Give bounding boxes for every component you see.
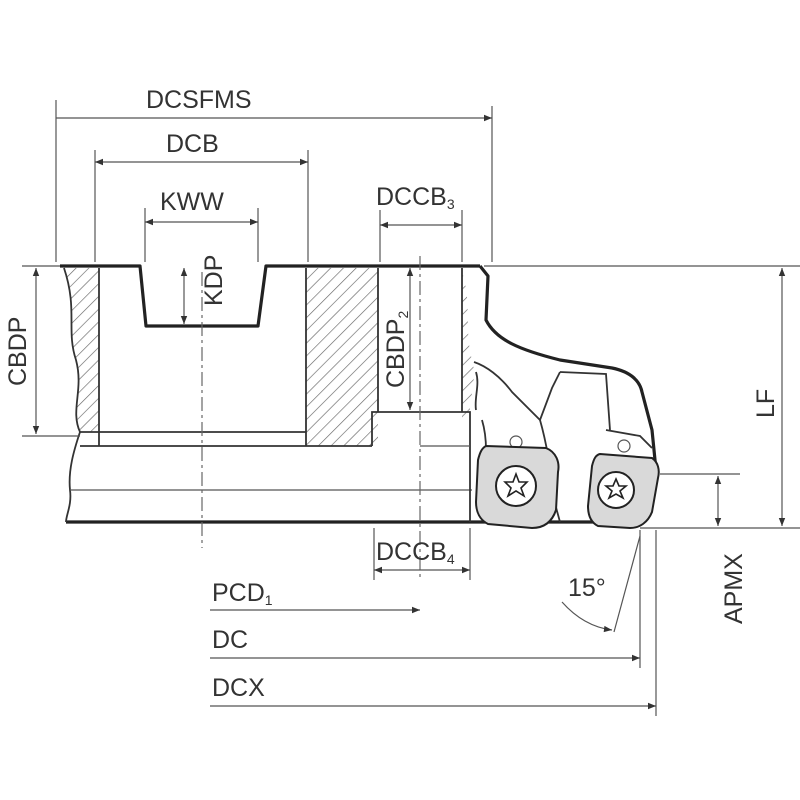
label-dcx: DCX bbox=[212, 674, 265, 702]
insert-right bbox=[586, 452, 660, 530]
label-dcsfms: DCSFMS bbox=[146, 86, 252, 114]
label-lf: LF bbox=[752, 389, 780, 418]
insert-left bbox=[474, 444, 560, 530]
dimension-labels: DCSFMS DCB KWW KDP CBDP DCCB3 CBDP2 DCCB… bbox=[4, 86, 780, 702]
centerlines bbox=[201, 256, 421, 580]
label-dccb4: DCCB4 bbox=[376, 538, 455, 567]
label-pcd1: PCD1 bbox=[212, 579, 273, 608]
cutter-body bbox=[60, 264, 480, 524]
label-kww: KWW bbox=[160, 188, 224, 216]
label-dcb: DCB bbox=[166, 130, 219, 158]
label-cbdp: CBDP bbox=[4, 317, 32, 386]
label-dccb3: DCCB3 bbox=[376, 183, 455, 212]
label-kdp: KDP bbox=[200, 255, 228, 306]
label-angle: 15° bbox=[568, 574, 606, 602]
hatched-sections bbox=[64, 268, 474, 446]
extension-lines bbox=[22, 100, 800, 716]
label-apmx: APMX bbox=[720, 553, 748, 624]
dimension-lines bbox=[32, 114, 786, 710]
cutter-head bbox=[473, 265, 658, 524]
label-dc: DC bbox=[212, 626, 248, 654]
label-cbdp2: CBDP2 bbox=[382, 311, 411, 388]
